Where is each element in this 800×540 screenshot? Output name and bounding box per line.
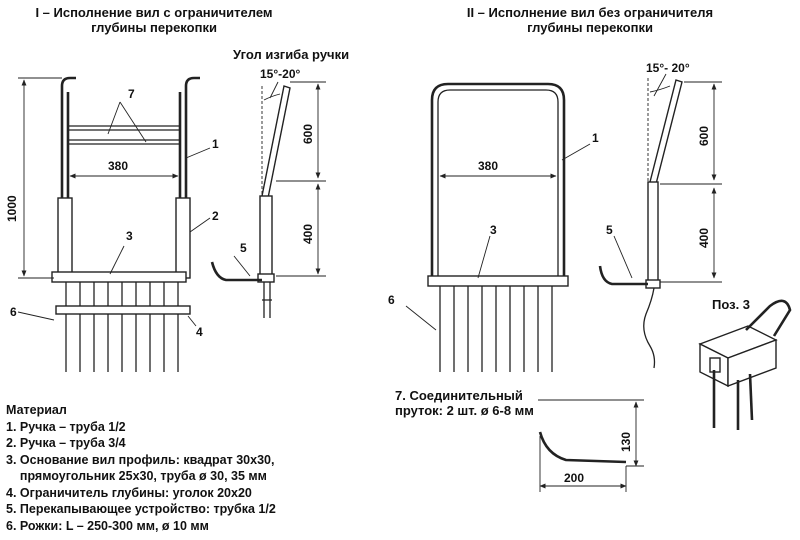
- title-variant-2: II – Исполнение вил без ограничителя глу…: [466, 5, 714, 35]
- callout-6-right: 6: [388, 293, 395, 307]
- dim-upper-2: 600: [697, 126, 711, 146]
- fork-side-view-1: [210, 81, 326, 318]
- angle-caption: Угол изгиба ручки: [233, 47, 350, 62]
- fork-side-view-2: [598, 73, 722, 369]
- fork-front-view-2: [405, 82, 591, 372]
- dim-lower-1: 400: [301, 224, 315, 244]
- callout-1-left: 1: [212, 137, 219, 151]
- connecting-rod-detail: [538, 399, 644, 492]
- angle-label-1: 15°-20°: [260, 67, 300, 81]
- dim-height-total: 1000: [5, 195, 19, 222]
- materials-list: Материал 1. Ручка – труба 1/2 2. Ручка –…: [6, 402, 276, 534]
- dim-rod-length: 200: [564, 471, 584, 485]
- material-item: прямоугольник 25х30, труба ø 30, 35 мм: [6, 469, 267, 483]
- material-item: 4. Ограничитель глубины: уголок 20х20: [6, 485, 252, 500]
- callout-6-left: 6: [10, 305, 17, 319]
- callout-7: 7: [128, 87, 135, 101]
- callout-3-right: 3: [490, 223, 497, 237]
- callout-5-right: 5: [606, 223, 613, 237]
- material-item: 1. Ручка – труба 1/2: [6, 419, 126, 434]
- dim-width-1: 380: [108, 159, 128, 173]
- position-3-detail: [698, 299, 792, 430]
- dim-rod-height: 130: [619, 432, 633, 452]
- materials-heading: Материал: [6, 403, 67, 417]
- rod-note: 7. Соединительный пруток: 2 шт. ø 6-8 мм: [395, 388, 534, 418]
- position-3-label: Поз. 3: [712, 297, 751, 312]
- callout-5-left: 5: [240, 241, 247, 255]
- fork-front-view-1: [17, 76, 211, 372]
- material-item: 2. Ручка – труба 3/4: [6, 436, 126, 450]
- callout-2: 2: [212, 209, 219, 223]
- material-item: 5. Перекапывающее устройство: трубка 1/2: [6, 502, 276, 516]
- callout-1-right: 1: [592, 131, 599, 145]
- callout-3-left: 3: [126, 229, 133, 243]
- material-item: 6. Рожки: L – 250-300 мм, ø 10 мм: [6, 518, 209, 533]
- dim-width-2: 380: [478, 159, 498, 173]
- callout-4: 4: [196, 325, 203, 339]
- dim-upper-1: 600: [301, 124, 315, 144]
- title-variant-1: I – Исполнение вил с ограничителем глуби…: [35, 5, 273, 35]
- dim-lower-2: 400: [697, 228, 711, 248]
- angle-label-2: 15°- 20°: [646, 61, 690, 75]
- material-item: 3. Основание вил профиль: квадрат 30х30,: [6, 452, 275, 467]
